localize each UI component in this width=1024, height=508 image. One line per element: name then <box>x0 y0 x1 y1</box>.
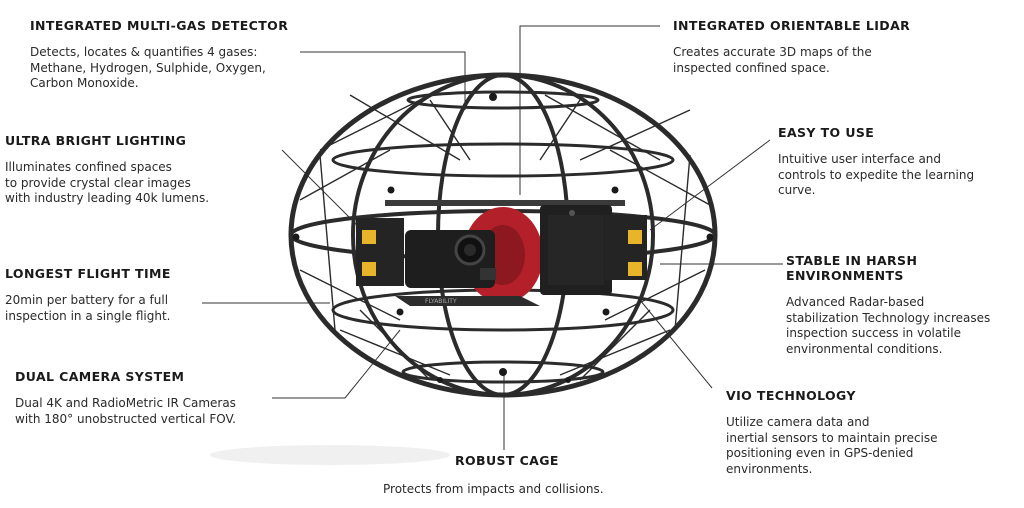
ground-shadow <box>210 445 450 465</box>
desc-line: positioning even in GPS-denied <box>726 446 914 460</box>
feature-vio-desc: Utilize camera data and inertial sensors… <box>726 415 938 477</box>
feature-camera: DUAL CAMERA SYSTEM Dual 4K and RadioMetr… <box>15 369 236 427</box>
feature-gas: INTEGRATED MULTI-GAS DETECTOR Detects, l… <box>30 18 288 92</box>
desc-line: inspected confined space. <box>673 60 830 75</box>
feature-flight-desc: 20min per battery for a full inspection … <box>5 293 171 324</box>
desc-line: controls to expedite the learning <box>778 167 975 182</box>
feature-cage-title: ROBUST CAGE <box>455 453 559 468</box>
desc-line: Creates accurate 3D maps of the <box>673 45 872 59</box>
feature-vio: VIO TECHNOLOGY Utilize camera data and i… <box>726 388 938 477</box>
desc-line: environmental conditions. <box>786 341 943 356</box>
leader-easy <box>649 139 771 231</box>
leader-lidar <box>519 25 660 195</box>
leader-camera <box>272 329 401 399</box>
desc-line: inspection in a single flight. <box>5 308 171 323</box>
desc-line: stabilization Technology increases <box>786 310 991 325</box>
desc-line: Advanced Radar-based <box>786 295 925 309</box>
feature-camera-desc: Dual 4K and RadioMetric IR Cameras with … <box>15 396 236 427</box>
desc-line: inspection success in volatile <box>786 326 961 340</box>
desc-line: with 180° unobstructed vertical FOV. <box>15 411 236 426</box>
feature-stable-desc: Advanced Radar-based stabilization Techn… <box>786 295 1024 357</box>
desc-line: Dual 4K and RadioMetric IR Cameras <box>15 396 236 410</box>
feature-cage-desc: Protects from impacts and collisions. <box>383 482 604 498</box>
desc-line: environments. <box>726 461 813 476</box>
desc-line: Protects from impacts and collisions. <box>383 482 604 496</box>
feature-lighting-title: ULTRA BRIGHT LIGHTING <box>5 133 187 148</box>
desc-line: Intuitive user interface and <box>778 152 942 166</box>
desc-line: to provide crystal clear images <box>5 175 191 190</box>
drone-body: FLYABILITY <box>356 200 647 306</box>
desc-line: 20min per battery for a full <box>5 293 169 307</box>
feature-lidar-title: INTEGRATED ORIENTABLE LIDAR <box>673 18 911 33</box>
feature-lighting-desc: Illuminates confined spaces to provide c… <box>5 160 209 207</box>
feature-vio-title: VIO TECHNOLOGY <box>726 388 856 403</box>
feature-easy-to-use: EASY TO USE Intuitive user interface and… <box>778 125 974 199</box>
desc-line: with industry leading 40k lumens. <box>5 191 210 205</box>
feature-flight-title: LONGEST FLIGHT TIME <box>5 266 171 281</box>
feature-cage: ROBUST CAGE Protects from impacts and co… <box>383 453 604 498</box>
feature-lighting: ULTRA BRIGHT LIGHTING Illuminates confin… <box>5 133 209 207</box>
feature-flight-time: LONGEST FLIGHT TIME 20min per battery fo… <box>5 266 171 324</box>
leader-gas <box>300 51 466 110</box>
feature-easy-title: EASY TO USE <box>778 125 875 140</box>
desc-line: Carbon Monoxide. <box>30 76 139 90</box>
desc-line: Illuminates confined spaces <box>5 160 172 174</box>
leader-vio <box>639 299 713 389</box>
leader-lines <box>202 25 783 450</box>
feature-gas-title: INTEGRATED MULTI-GAS DETECTOR <box>30 18 289 33</box>
feature-lidar-desc: Creates accurate 3D maps of the inspecte… <box>673 45 910 76</box>
brand-label: FLYABILITY <box>425 298 457 305</box>
desc-line: Utilize camera data and <box>726 415 870 429</box>
feature-lidar: INTEGRATED ORIENTABLE LIDAR Creates accu… <box>673 18 910 76</box>
desc-line: curve. <box>778 183 816 197</box>
feature-gas-desc: Detects, locates & quantifies 4 gases: M… <box>30 45 288 92</box>
desc-line: Detects, locates & quantifies 4 gases: <box>30 45 258 59</box>
feature-camera-title: DUAL CAMERA SYSTEM <box>15 369 185 384</box>
desc-line: inertial sensors to maintain precise <box>726 430 938 445</box>
feature-easy-desc: Intuitive user interface and controls to… <box>778 152 974 199</box>
feature-stable-title: STABLE IN HARSH ENVIRONMENTS <box>786 253 918 283</box>
desc-line: Methane, Hydrogen, Sulphide, Oxygen, <box>30 60 266 75</box>
feature-stable: STABLE IN HARSH ENVIRONMENTS Advanced Ra… <box>786 253 1024 357</box>
